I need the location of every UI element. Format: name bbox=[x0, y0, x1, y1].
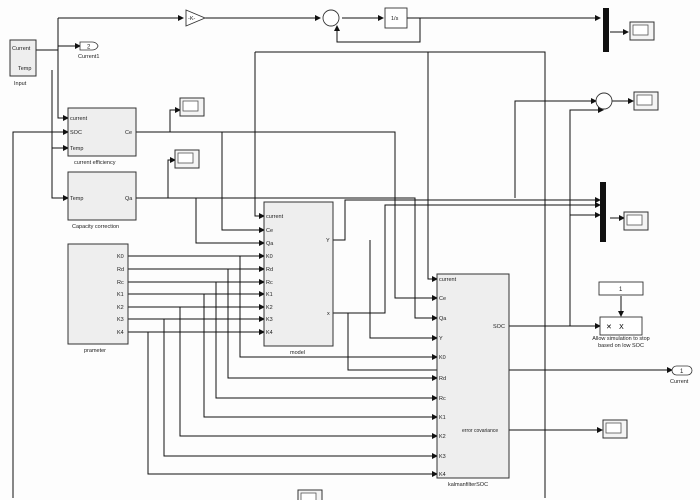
stop-description: Allow simulation to stop based on low SO… bbox=[592, 336, 650, 349]
stop-x-icon: ✕ bbox=[606, 324, 612, 331]
input-port-temp: Temp bbox=[18, 66, 31, 72]
gain-block[interactable]: -K- bbox=[185, 9, 207, 27]
model-port-rd: Rd bbox=[266, 267, 273, 273]
model-port-k4: K4 bbox=[266, 330, 273, 336]
model-port-k3: K3 bbox=[266, 317, 273, 323]
model-title: model bbox=[290, 350, 305, 356]
param-port-rd: Rd bbox=[117, 267, 124, 273]
kf-port-k3: K3 bbox=[439, 454, 446, 460]
kf-port-y: Y bbox=[439, 336, 443, 342]
mux-middle[interactable] bbox=[600, 182, 606, 242]
kf-port-current: current bbox=[439, 277, 457, 283]
model-port-x: x bbox=[327, 311, 330, 317]
constant-block[interactable]: 1 bbox=[598, 281, 644, 296]
constant-value: 1 bbox=[619, 287, 623, 293]
scope-5[interactable] bbox=[623, 211, 649, 231]
kf-port-ce: Ce bbox=[439, 296, 446, 302]
current-efficiency-block[interactable]: current SOC Temp Ce current efficiency bbox=[67, 107, 137, 166]
mux-top[interactable] bbox=[603, 8, 609, 52]
model-block[interactable]: current Ce Qa K0 Rd Rc K1 K2 K3 K4 Y x m… bbox=[263, 201, 334, 356]
parameter-block[interactable]: K0 Rd Rc K1 K2 K3 K4 prameter bbox=[67, 243, 129, 354]
scope-1[interactable] bbox=[629, 21, 655, 41]
param-port-rc: Rc bbox=[117, 280, 124, 286]
integrator-text: 1/s bbox=[391, 16, 399, 22]
stop-icon: Ⅹ bbox=[619, 324, 624, 331]
gain-text: -K- bbox=[188, 16, 196, 22]
scope-7[interactable] bbox=[297, 489, 323, 500]
goto-current1-label: Current1 bbox=[78, 54, 99, 60]
sum-block-right[interactable] bbox=[595, 92, 613, 110]
scope-2[interactable] bbox=[179, 97, 205, 117]
model-port-k0: K0 bbox=[266, 254, 273, 260]
model-port-qa: Qa bbox=[266, 241, 274, 247]
input-block[interactable]: Current Temp Input bbox=[9, 39, 37, 87]
signal-lines bbox=[12, 15, 673, 498]
input-port-current: Current bbox=[12, 46, 31, 52]
ce-port-current: current bbox=[70, 116, 88, 122]
integrator-block[interactable]: 1/s bbox=[384, 7, 408, 29]
kf-port-rc: Rc bbox=[439, 396, 446, 402]
kalman-filter-block[interactable]: current Ce Qa Y K0 Rd Rc K1 K2 K3 K4 SOC… bbox=[436, 273, 510, 488]
kf-port-error-covariance: error covariance bbox=[462, 428, 498, 434]
kf-port-qa: Qa bbox=[439, 316, 447, 322]
scope-4[interactable] bbox=[633, 91, 659, 111]
model-port-current: current bbox=[266, 214, 284, 220]
cc-title: Capacity correction bbox=[72, 224, 119, 230]
param-port-k3: K3 bbox=[117, 317, 124, 323]
ce-title: current efficiency bbox=[74, 160, 116, 166]
model-port-k2: K2 bbox=[266, 305, 273, 311]
capacity-correction-block[interactable]: Temp Qa Capacity correction bbox=[67, 171, 137, 230]
kf-port-soc: SOC bbox=[493, 324, 505, 330]
kf-port-rd: Rd bbox=[439, 376, 446, 382]
cc-port-temp: Temp bbox=[70, 196, 83, 202]
ce-port-temp: Temp bbox=[70, 146, 83, 152]
scope-6[interactable] bbox=[602, 419, 628, 439]
scope-3[interactable] bbox=[174, 149, 200, 169]
kf-port-k4: K4 bbox=[439, 472, 446, 478]
cc-port-qa: Qa bbox=[125, 196, 133, 202]
outport-current-block[interactable]: 1 Current bbox=[670, 365, 693, 385]
param-port-k4: K4 bbox=[117, 330, 124, 336]
model-port-ce: Ce bbox=[266, 228, 273, 234]
model-port-rc: Rc bbox=[266, 280, 273, 286]
stop-simulation-block[interactable]: ✕ Ⅹ Allow simulation to stop based on lo… bbox=[588, 316, 654, 366]
kf-port-k2: K2 bbox=[439, 434, 446, 440]
sum-block-top[interactable] bbox=[322, 9, 340, 27]
param-port-k0: K0 bbox=[117, 254, 124, 260]
ce-port-ce: Ce bbox=[125, 130, 132, 136]
ce-port-soc: SOC bbox=[70, 130, 82, 136]
input-block-title: Input bbox=[14, 81, 27, 87]
model-port-k1: K1 bbox=[266, 292, 273, 298]
goto-current1-block[interactable]: 2 Current1 bbox=[78, 41, 99, 60]
kf-port-k1: K1 bbox=[439, 415, 446, 421]
goto-current1-tag: 2 bbox=[87, 45, 91, 51]
param-port-k1: K1 bbox=[117, 292, 124, 298]
outport-label: Current bbox=[670, 379, 689, 385]
outport-tag: 1 bbox=[680, 369, 684, 375]
param-title: prameter bbox=[84, 348, 106, 354]
model-port-y: Y bbox=[326, 238, 330, 244]
kf-port-k0: K0 bbox=[439, 355, 446, 361]
kf-title: kalmanfilterSOC bbox=[448, 482, 488, 488]
param-port-k2: K2 bbox=[117, 305, 124, 311]
